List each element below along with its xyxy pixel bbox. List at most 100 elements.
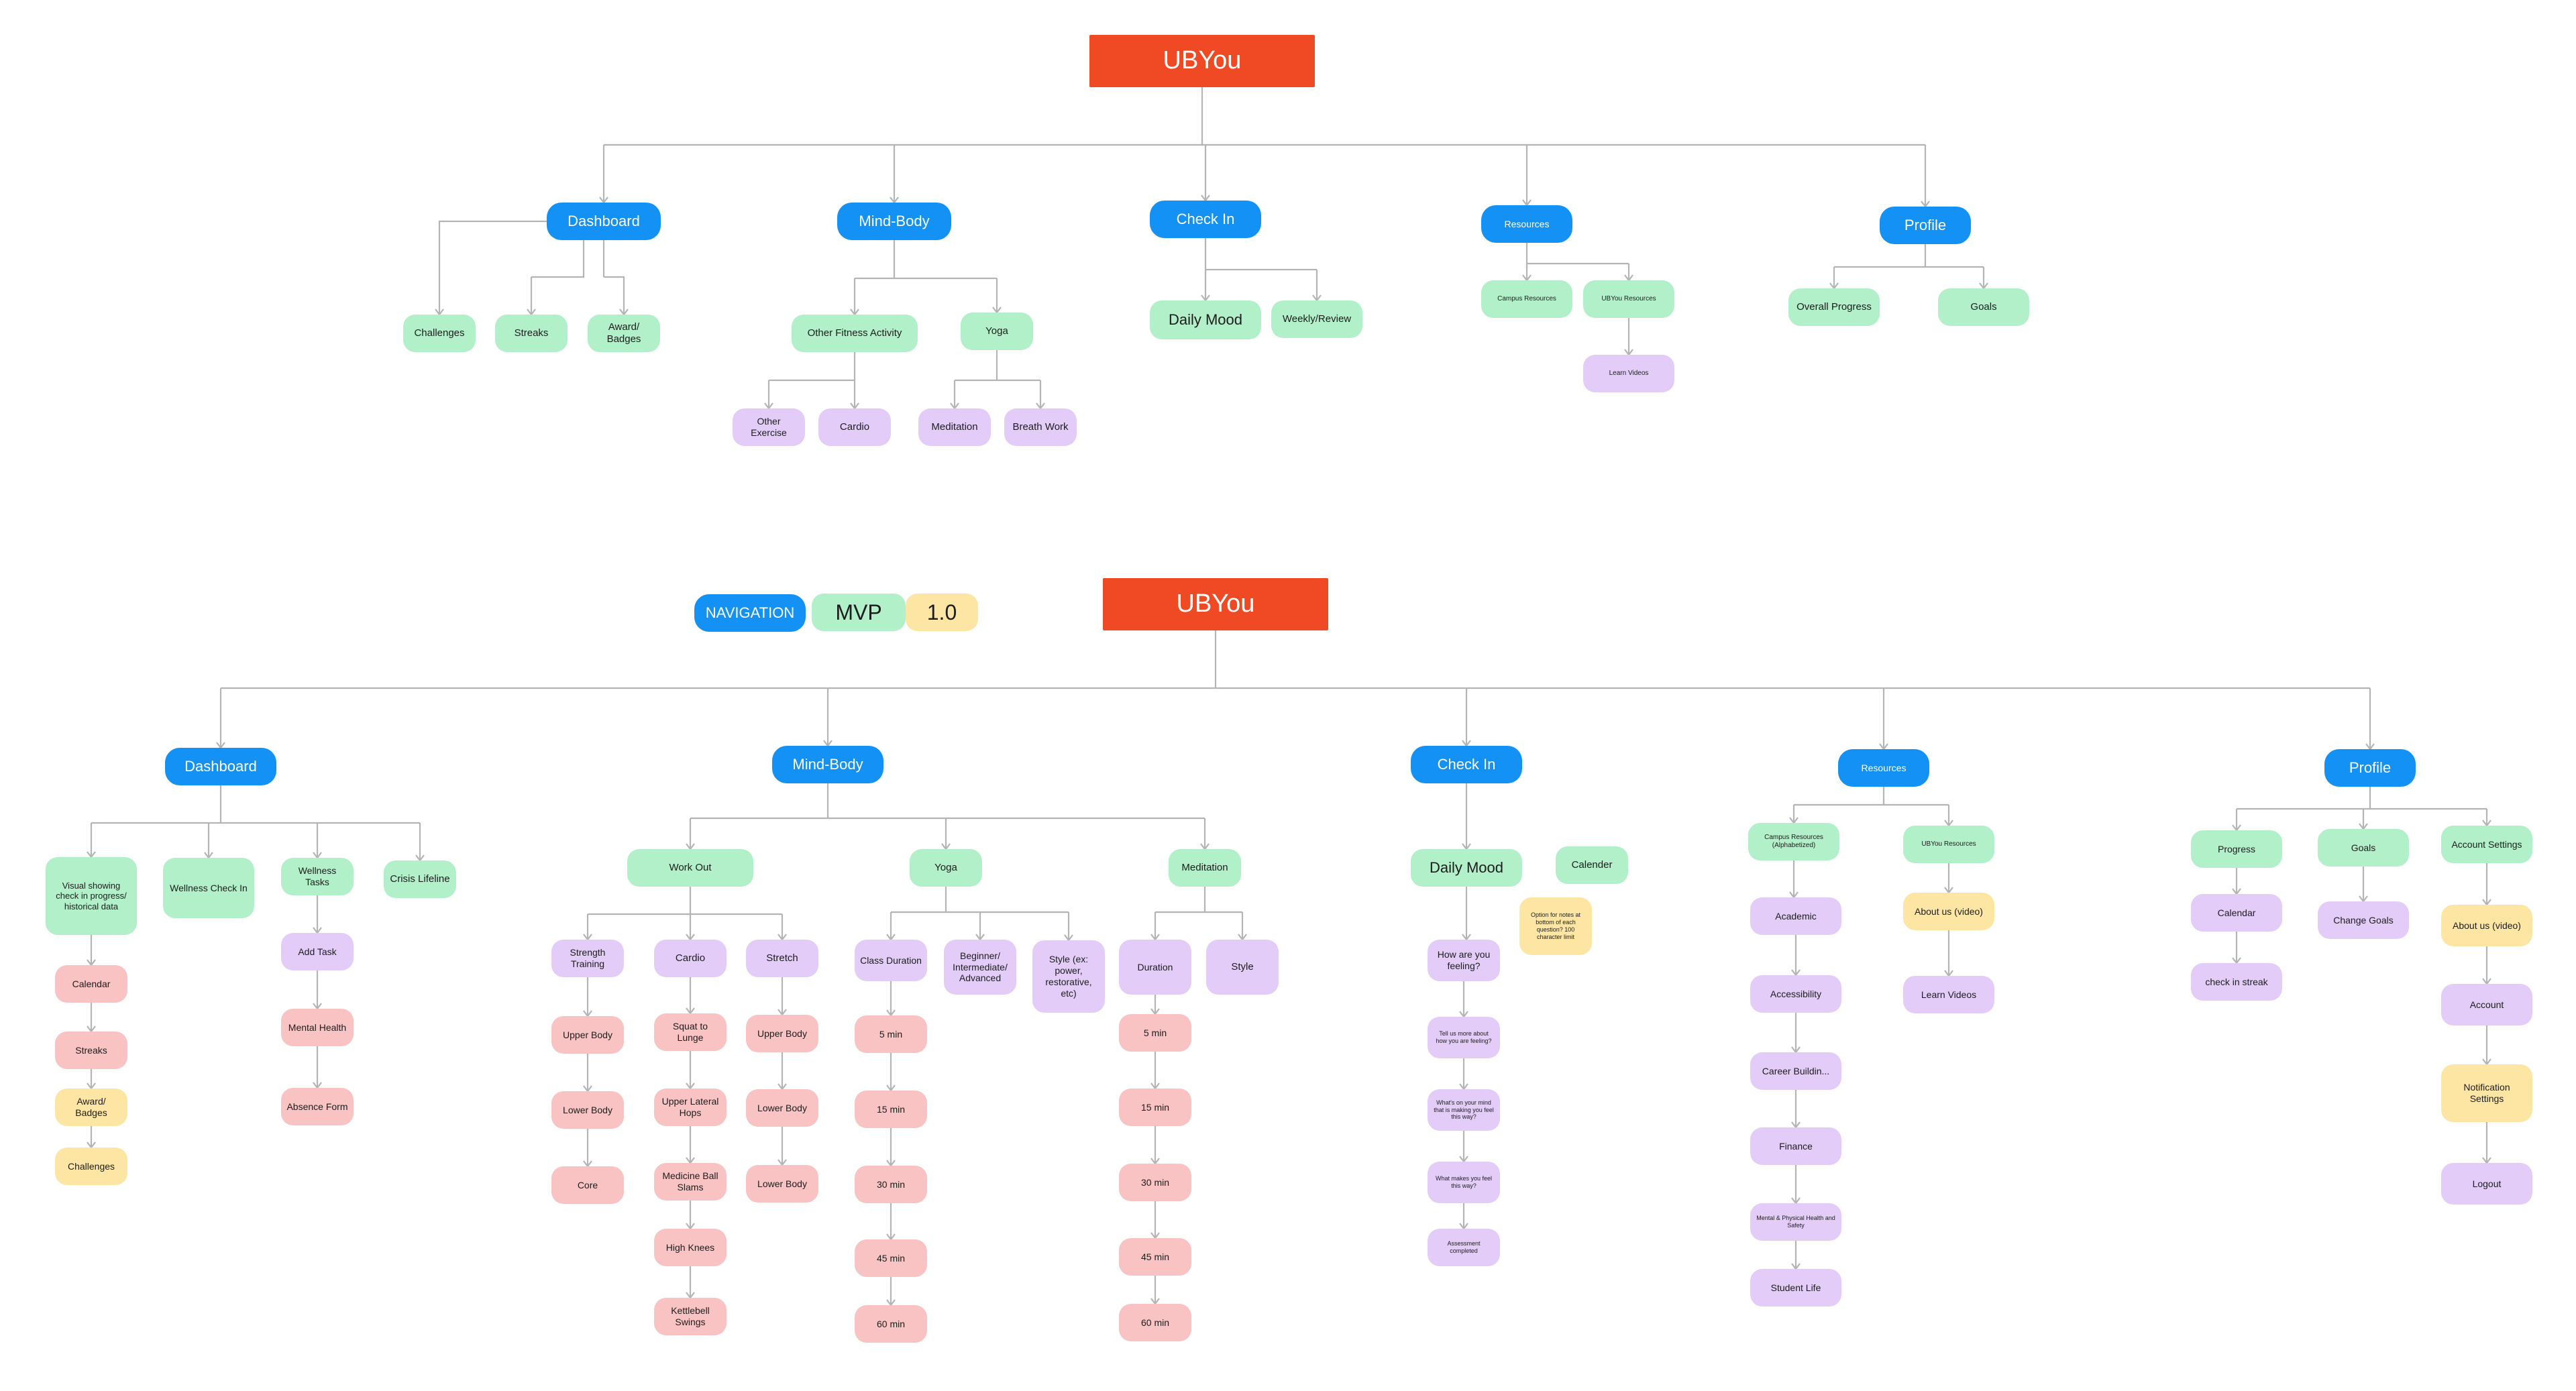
bot-md-30[interactable]: 30 min bbox=[1119, 1164, 1191, 1201]
legend-mvp[interactable]: MVP bbox=[812, 594, 906, 631]
top-mind-body[interactable]: Mind-Body bbox=[837, 203, 951, 240]
bot-profile[interactable]: Profile bbox=[2324, 749, 2416, 787]
bot-finance[interactable]: Finance bbox=[1750, 1127, 1841, 1165]
top-dashboard[interactable]: Dashboard bbox=[547, 203, 661, 240]
top-profile[interactable]: Profile bbox=[1880, 207, 1971, 244]
bot-level[interactable]: Beginner/ Intermediate/ Advanced bbox=[944, 940, 1016, 995]
bot-learn-videos[interactable]: Learn Videos bbox=[1903, 976, 1994, 1013]
top-check-in[interactable]: Check In bbox=[1150, 201, 1261, 238]
bot-wellness-check[interactable]: Wellness Check In bbox=[163, 858, 254, 918]
top-other-fitness[interactable]: Other Fitness Activity bbox=[792, 315, 918, 352]
top-breath-work[interactable]: Breath Work bbox=[1004, 408, 1077, 446]
bot-str-lower[interactable]: Lower Body bbox=[551, 1091, 624, 1129]
bot-mental-physical[interactable]: Mental & Physical Health and Safety bbox=[1750, 1203, 1841, 1241]
bot-md-45[interactable]: 45 min bbox=[1119, 1238, 1191, 1276]
bot-resources[interactable]: Resources bbox=[1838, 749, 1929, 787]
bot-calendar[interactable]: Calendar bbox=[55, 965, 127, 1003]
top-daily-mood[interactable]: Daily Mood bbox=[1150, 300, 1261, 339]
bot-wo-cardio[interactable]: Cardio bbox=[654, 940, 727, 977]
top-title[interactable]: UBYou bbox=[1089, 35, 1315, 87]
top-learn-videos[interactable]: Learn Videos bbox=[1583, 355, 1674, 392]
bot-stc-lower2[interactable]: Lower Body bbox=[746, 1165, 818, 1203]
legend-version[interactable]: 1.0 bbox=[906, 594, 978, 631]
bot-account[interactable]: Account bbox=[2441, 984, 2532, 1025]
bot-mood-q1[interactable]: How are you feeling? bbox=[1428, 940, 1500, 981]
bot-progress[interactable]: Progress bbox=[2191, 830, 2282, 868]
top-cardio[interactable]: Cardio bbox=[818, 408, 891, 446]
bot-cdo-squat[interactable]: Squat to Lunge bbox=[654, 1013, 727, 1051]
bot-yoga[interactable]: Yoga bbox=[910, 849, 982, 887]
bot-visual[interactable]: Visual showing check in progress/ histor… bbox=[46, 857, 137, 935]
top-resources[interactable]: Resources bbox=[1481, 205, 1572, 243]
bot-md-5[interactable]: 5 min bbox=[1119, 1014, 1191, 1052]
bot-calender[interactable]: Calender bbox=[1556, 846, 1628, 884]
top-goals[interactable]: Goals bbox=[1938, 288, 2029, 326]
bot-yd-45[interactable]: 45 min bbox=[855, 1239, 927, 1277]
top-campus-resources[interactable]: Campus Resources bbox=[1481, 280, 1572, 318]
bot-strength[interactable]: Strength Training bbox=[551, 940, 624, 977]
bot-yd-60[interactable]: 60 min bbox=[855, 1305, 927, 1343]
bot-academic[interactable]: Academic bbox=[1750, 897, 1841, 935]
bot-mood-q4[interactable]: What makes you feel this way? bbox=[1428, 1162, 1500, 1203]
legend-navigation[interactable]: NAVIGATION bbox=[694, 594, 806, 632]
bot-str-core[interactable]: Core bbox=[551, 1166, 624, 1204]
bot-notification[interactable]: Notification Settings bbox=[2441, 1064, 2532, 1122]
top-dash-challenges[interactable]: Challenges bbox=[403, 315, 476, 352]
bot-title[interactable]: UBYou bbox=[1103, 578, 1328, 630]
top-dash-awards[interactable]: Award/ Badges bbox=[588, 315, 660, 352]
bot-mood-q2[interactable]: Tell us more about how you are feeling? bbox=[1428, 1017, 1500, 1058]
bot-yoga-style[interactable]: Style (ex: power, restorative, etc) bbox=[1032, 940, 1105, 1013]
bot-add-task[interactable]: Add Task bbox=[281, 933, 354, 970]
bot-calendar-p[interactable]: Calendar bbox=[2191, 894, 2282, 932]
bot-about-video[interactable]: About us (video) bbox=[1903, 893, 1994, 930]
bot-str-upper[interactable]: Upper Body bbox=[551, 1016, 624, 1054]
bot-yd-30[interactable]: 30 min bbox=[855, 1166, 927, 1203]
bot-notes[interactable]: Option for notes at bottom of each quest… bbox=[1519, 897, 1592, 955]
bot-check-in[interactable]: Check In bbox=[1411, 746, 1522, 783]
bot-wellness-tasks[interactable]: Wellness Tasks bbox=[281, 858, 354, 895]
bot-ubyou[interactable]: UBYou Resources bbox=[1903, 826, 1994, 863]
bot-yd-15[interactable]: 15 min bbox=[855, 1091, 927, 1128]
bot-cdo-slams[interactable]: Medicine Ball Slams bbox=[654, 1163, 727, 1201]
bot-awards[interactable]: Award/ Badges bbox=[55, 1089, 127, 1126]
bot-mood-q3[interactable]: What's on your mind that is making you f… bbox=[1428, 1089, 1500, 1131]
bot-med-duration[interactable]: Duration bbox=[1119, 940, 1191, 995]
bot-change-goals[interactable]: Change Goals bbox=[2318, 901, 2409, 939]
top-weekly-review[interactable]: Weekly/Review bbox=[1271, 300, 1362, 338]
bot-class-duration[interactable]: Class Duration bbox=[855, 940, 927, 981]
bot-career[interactable]: Career Buildin... bbox=[1750, 1052, 1841, 1090]
bot-absence-form[interactable]: Absence Form bbox=[281, 1088, 354, 1125]
top-meditation[interactable]: Meditation bbox=[918, 408, 991, 446]
top-other-exercise[interactable]: Other Exercise bbox=[733, 408, 805, 446]
bot-streaks[interactable]: Streaks bbox=[55, 1032, 127, 1069]
bot-accessibility[interactable]: Accessibility bbox=[1750, 975, 1841, 1013]
bot-cdo-kettle[interactable]: Kettlebell Swings bbox=[654, 1298, 727, 1335]
bot-about-us-p[interactable]: About us (video) bbox=[2441, 905, 2532, 946]
bot-dashboard[interactable]: Dashboard bbox=[165, 748, 276, 785]
bot-campus[interactable]: Campus Resources (Alphabetized) bbox=[1748, 823, 1839, 860]
bot-cdo-knees[interactable]: High Knees bbox=[654, 1229, 727, 1266]
bot-stretch[interactable]: Stretch bbox=[746, 940, 818, 977]
bot-mood-q5[interactable]: Assessment completed bbox=[1428, 1229, 1500, 1266]
top-overall-progress[interactable]: Overall Progress bbox=[1788, 288, 1880, 326]
bot-stc-upper[interactable]: Upper Body bbox=[746, 1015, 818, 1052]
bot-student-life[interactable]: Student Life bbox=[1750, 1269, 1841, 1306]
bot-mind-body[interactable]: Mind-Body bbox=[772, 746, 883, 783]
bot-logout[interactable]: Logout bbox=[2441, 1163, 2532, 1205]
bot-yd-5[interactable]: 5 min bbox=[855, 1015, 927, 1053]
bot-md-60[interactable]: 60 min bbox=[1119, 1304, 1191, 1341]
bot-md-15[interactable]: 15 min bbox=[1119, 1089, 1191, 1126]
bot-goals[interactable]: Goals bbox=[2318, 829, 2409, 867]
top-dash-streaks[interactable]: Streaks bbox=[495, 315, 568, 352]
bot-mental-health[interactable]: Mental Health bbox=[281, 1009, 354, 1046]
bot-meditation[interactable]: Meditation bbox=[1169, 849, 1241, 887]
bot-stc-lower1[interactable]: Lower Body bbox=[746, 1089, 818, 1127]
bot-crisis[interactable]: Crisis Lifeline bbox=[384, 860, 456, 898]
bot-work-out[interactable]: Work Out bbox=[627, 849, 753, 887]
bot-streak-p[interactable]: check in streak bbox=[2191, 963, 2282, 1001]
bot-med-style[interactable]: Style bbox=[1206, 940, 1279, 995]
bot-challenges[interactable]: Challenges bbox=[55, 1148, 127, 1185]
top-ubyou-resources[interactable]: UBYou Resources bbox=[1583, 280, 1674, 318]
bot-daily-mood[interactable]: Daily Mood bbox=[1411, 849, 1522, 887]
top-yoga[interactable]: Yoga bbox=[961, 313, 1033, 350]
